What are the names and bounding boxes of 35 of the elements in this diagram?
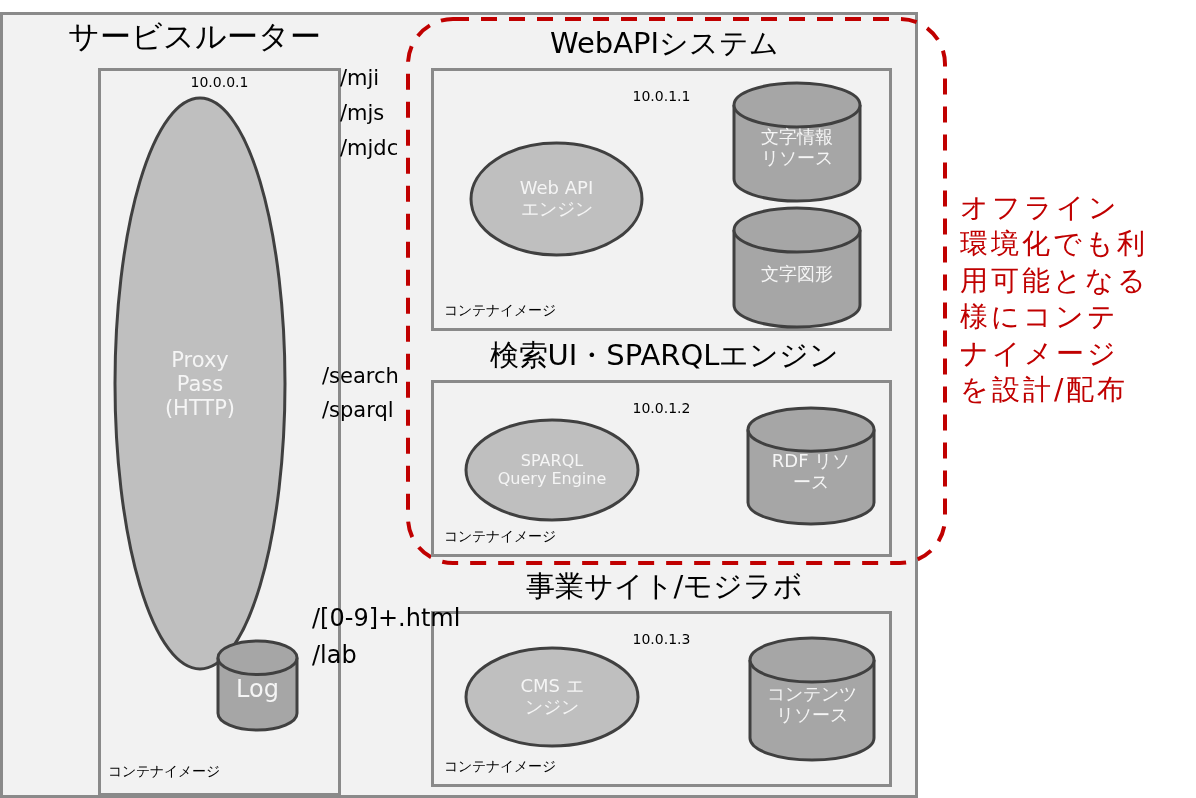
database-label: 文字情報リソース xyxy=(760,127,834,169)
container-label: コンテナイメージ xyxy=(444,757,556,774)
ip-address: 10.0.0.1 xyxy=(189,74,250,91)
database-cylinder xyxy=(746,406,876,526)
container-label: コンテナイメージ xyxy=(108,762,220,779)
database-label: 文字図形 xyxy=(760,263,834,284)
dashed-region xyxy=(406,17,947,565)
database-label: Log xyxy=(235,676,280,704)
note-text: オフライン環境化でも利用可能となる様にコンテナイメージを設計/配布 xyxy=(960,190,1150,408)
database-label: RDF リソース xyxy=(771,451,851,493)
group-heading: 事業サイト/モジラボ xyxy=(524,570,805,604)
container-label: コンテナイメージ xyxy=(444,301,556,318)
group-heading: 検索UI・SPARQLエンジン xyxy=(488,339,841,373)
container-label: コンテナイメージ xyxy=(444,527,556,544)
engine-ellipse xyxy=(464,418,640,522)
engine-ellipse xyxy=(469,141,644,257)
engine-ellipse xyxy=(113,96,287,671)
ip-address: 10.0.1.2 xyxy=(631,400,692,417)
ip-address: 10.0.1.1 xyxy=(631,88,692,105)
route-path: /lab xyxy=(312,643,357,667)
engine-ellipse xyxy=(464,646,640,748)
database-cylinder xyxy=(216,639,299,732)
group-heading: WebAPIシステム xyxy=(548,27,781,61)
route-path: /mjs xyxy=(340,103,385,124)
route-path: /mjdc xyxy=(340,138,399,159)
database-cylinder xyxy=(732,206,862,329)
route-path: /mji xyxy=(340,68,380,89)
ip-address: 10.0.1.3 xyxy=(631,631,692,648)
database-label: コンテンツリソース xyxy=(766,684,858,726)
database-cylinder xyxy=(748,636,876,762)
panel-title: サービスルーター xyxy=(68,19,321,55)
database-cylinder xyxy=(732,81,862,203)
route-path: /search xyxy=(322,366,399,387)
route-path: /[0-9]+.html xyxy=(312,606,461,630)
route-path: /sparql xyxy=(322,400,394,421)
